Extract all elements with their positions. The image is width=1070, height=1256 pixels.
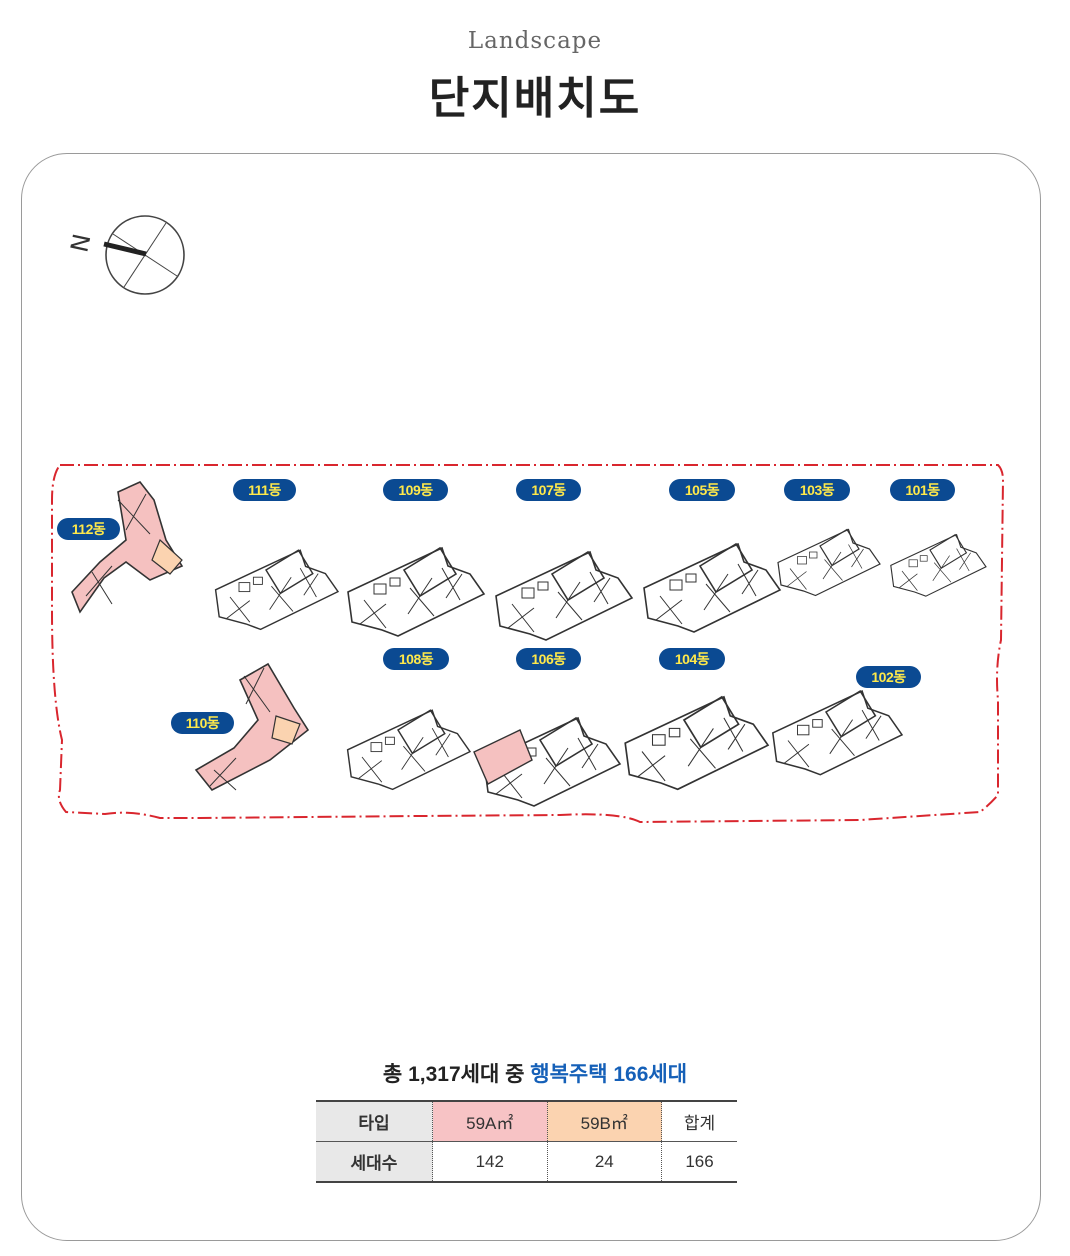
building-106 <box>473 717 621 807</box>
table-cell-total-count: 166 <box>661 1141 737 1183</box>
building-label-111: 111동 <box>233 479 296 501</box>
table-row: 세대수 142 24 166 <box>316 1141 737 1183</box>
building-102 <box>772 690 903 776</box>
building-label-101: 101동 <box>890 479 955 501</box>
summary-total: 총 1,317세대 중 <box>382 1063 531 1086</box>
building-label-110: 110동 <box>171 712 234 734</box>
household-summary: 총 1,317세대 중 행복주택 166세대 <box>0 1058 1070 1088</box>
building-label-105: 105동 <box>669 479 735 501</box>
table-header-type: 타입 <box>316 1100 433 1142</box>
page-subtitle: Landscape <box>467 28 603 54</box>
unit-type-table: 타입 59A㎡ 59B㎡ 합계 세대수 142 24 166 <box>316 1100 737 1183</box>
building-108 <box>346 709 471 791</box>
building-109 <box>347 547 485 637</box>
table-cell-59a: 59A㎡ <box>432 1100 548 1142</box>
table-cell-59b-count: 24 <box>546 1141 662 1183</box>
compass-icon <box>103 215 185 295</box>
building-110 <box>194 662 310 792</box>
table-cell-total-label: 합계 <box>661 1100 737 1142</box>
building-101 <box>890 534 987 597</box>
page-title: 단지배치도 <box>428 73 642 124</box>
table-cell-59a-count: 142 <box>432 1141 548 1183</box>
building-label-102: 102동 <box>856 666 921 688</box>
summary-highlight: 행복주택 166세대 <box>530 1063 688 1086</box>
building-label-106: 106동 <box>516 648 581 670</box>
building-112 <box>71 481 184 614</box>
building-label-109: 109동 <box>383 479 448 501</box>
building-label-103: 103동 <box>784 479 850 501</box>
building-label-107: 107동 <box>516 479 581 501</box>
building-label-104: 104동 <box>659 648 725 670</box>
table-cell-59b: 59B㎡ <box>546 1100 662 1142</box>
site-plan-card <box>21 153 1041 1241</box>
table-header-households: 세대수 <box>316 1141 433 1183</box>
site-boundary <box>51 464 1005 824</box>
building-label-112: 112동 <box>57 518 120 540</box>
building-104 <box>624 696 769 791</box>
table-row: 타입 59A㎡ 59B㎡ 합계 <box>316 1100 737 1142</box>
building-103 <box>777 528 881 597</box>
building-label-108: 108동 <box>383 648 449 670</box>
building-105 <box>643 543 781 633</box>
building-111 <box>214 549 339 631</box>
building-107 <box>495 551 633 641</box>
